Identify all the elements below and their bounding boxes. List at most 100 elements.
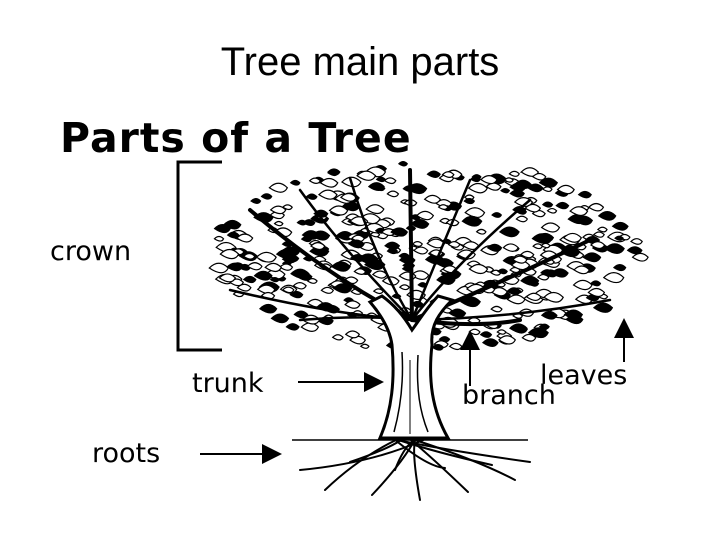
leaf-cluster <box>604 243 625 254</box>
leaf-cluster <box>520 275 540 286</box>
leaf-cluster <box>285 323 300 331</box>
leaf-cluster <box>520 167 540 177</box>
leaf-cluster <box>258 303 278 314</box>
leaf-cluster <box>555 201 570 210</box>
leaf-cluster <box>438 336 451 343</box>
leaf-cluster <box>410 219 430 229</box>
leaf-cluster <box>306 278 318 284</box>
branch-line <box>408 168 414 322</box>
leaf-cluster <box>208 262 230 274</box>
branch-line <box>410 178 472 322</box>
leaf-cluster <box>423 194 442 204</box>
root-line <box>414 439 516 481</box>
root-system <box>299 439 531 501</box>
leaf-cluster <box>471 174 482 180</box>
leaf-cluster <box>290 268 310 279</box>
leaf-cluster <box>541 186 553 193</box>
leaf-cluster <box>218 273 237 283</box>
leaf-cluster <box>480 175 498 185</box>
leaf-cluster <box>468 328 481 336</box>
leaf-cluster <box>398 252 411 260</box>
leaf-cluster <box>486 243 503 252</box>
leaf-cluster <box>328 205 349 216</box>
leaf-cluster <box>426 170 441 178</box>
leaf-cluster <box>235 233 254 243</box>
leaf-cluster <box>269 205 287 215</box>
leaf-cluster <box>273 220 284 227</box>
leaf-cluster <box>556 184 575 195</box>
leaf-cluster <box>278 263 294 271</box>
leaf-cluster <box>543 291 564 303</box>
leaf-cluster <box>509 323 528 334</box>
leaf-cluster <box>461 215 483 227</box>
leaf-cluster <box>309 241 326 251</box>
leaf-cluster <box>456 249 476 260</box>
leaf-cluster <box>589 241 606 250</box>
leaf-cluster <box>464 207 486 219</box>
leaf-cluster <box>521 333 537 342</box>
leaf-cluster <box>253 270 273 281</box>
leaf-cluster <box>538 177 558 188</box>
leaf-cluster <box>332 283 353 294</box>
trunk-shape <box>367 294 455 440</box>
leaf-cluster <box>527 327 549 339</box>
crown-label: crown <box>50 236 131 267</box>
leaf-cluster <box>531 172 547 181</box>
branch-line <box>348 176 414 322</box>
leaf-cluster <box>630 238 643 245</box>
leaf-cluster <box>582 252 602 263</box>
leaf-cluster <box>213 235 225 242</box>
leaf-cluster <box>260 193 273 200</box>
leaf-cluster <box>246 262 263 271</box>
leaf-cluster <box>626 246 643 255</box>
leaf-cluster <box>532 243 544 250</box>
leaf-cluster <box>344 330 361 339</box>
leaf-cluster <box>264 262 283 273</box>
leaf-cluster <box>367 182 385 191</box>
leaf-cluster <box>384 241 401 250</box>
diagram-heading: Parts of a Tree <box>60 114 412 162</box>
leaf-cluster <box>331 334 344 341</box>
leaf-cluster <box>365 204 385 215</box>
leaf-cluster <box>308 177 322 185</box>
leaf-cluster <box>587 202 605 212</box>
leaf-cluster <box>250 198 262 204</box>
leaf-cluster <box>468 263 489 275</box>
root-line <box>324 439 398 491</box>
leaf-cluster <box>491 212 503 218</box>
branches <box>228 168 612 327</box>
leaf-cluster <box>527 183 544 193</box>
leaf-cluster <box>590 280 602 287</box>
leaf-cluster <box>498 226 520 238</box>
leaf-cluster <box>509 189 525 198</box>
leaf-cluster <box>541 201 554 208</box>
leaf-cluster <box>281 286 295 294</box>
leaf-cluster <box>475 228 487 235</box>
leaf-cluster <box>383 177 397 185</box>
leaf-cluster <box>305 193 318 200</box>
leaf-cluster <box>540 242 551 249</box>
leaf-cluster <box>269 276 280 283</box>
leaf-cluster <box>293 310 309 319</box>
leaf-cluster <box>565 314 584 325</box>
leaf-cluster <box>577 190 592 199</box>
root-line <box>413 439 421 501</box>
leaf-cluster <box>285 254 300 263</box>
leaf-cluster <box>508 170 520 177</box>
branch-line <box>298 188 414 322</box>
leaf-cluster <box>540 269 554 277</box>
leaf-cluster <box>300 322 320 332</box>
leaf-cluster <box>255 251 277 263</box>
leaf-cluster <box>506 287 522 296</box>
root-line <box>396 439 531 463</box>
leaf-cluster <box>317 189 338 200</box>
leaf-cluster <box>397 161 408 167</box>
leaf-cluster <box>356 170 377 181</box>
leaf-cluster <box>479 331 493 338</box>
trunk-label: trunk <box>192 368 264 399</box>
leaf-cluster <box>631 252 649 262</box>
leaf-cluster <box>357 253 379 265</box>
leaf-cluster <box>390 227 408 237</box>
leaf-cluster <box>587 287 606 298</box>
